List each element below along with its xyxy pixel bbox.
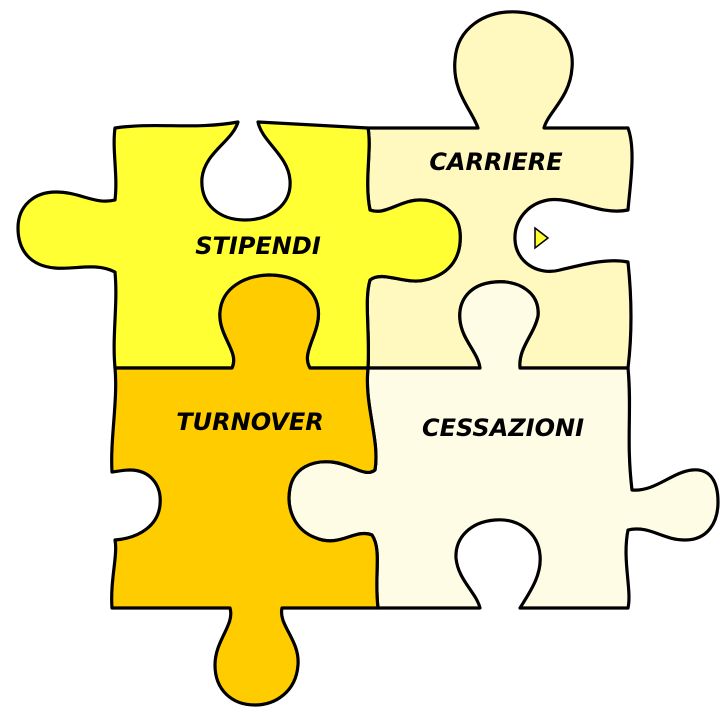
- arrow-marker-icon: [534, 226, 550, 250]
- label-cessazioni: CESSAZIONI: [422, 414, 584, 442]
- label-stipendi: STIPENDI: [195, 232, 321, 260]
- label-turnover: TURNOVER: [176, 408, 323, 436]
- puzzle-piece-stipendi: [16, 120, 462, 370]
- puzzle-piece-turnover: [110, 273, 380, 707]
- label-carriere: CARRIERE: [429, 148, 563, 176]
